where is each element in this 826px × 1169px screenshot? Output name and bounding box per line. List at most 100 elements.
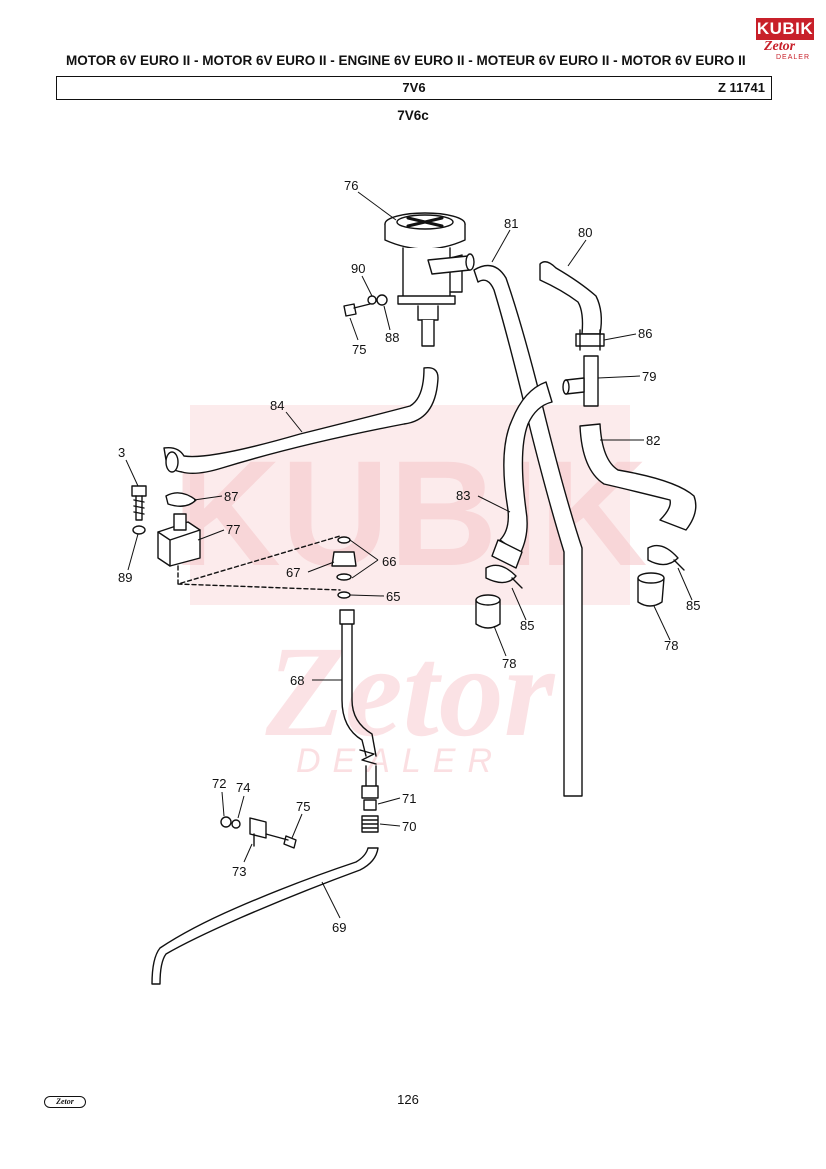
filter-housing-76 xyxy=(384,212,475,347)
leader-86 xyxy=(603,333,637,341)
leader-85-left xyxy=(511,587,527,621)
watermark-dealer-text: DEALER xyxy=(296,742,504,780)
leader-81 xyxy=(491,229,511,263)
page-number: 126 xyxy=(397,1092,419,1107)
leader-90 xyxy=(361,275,373,297)
washer-74 xyxy=(231,819,241,829)
callout-77: 77 xyxy=(226,522,240,537)
callout-89: 89 xyxy=(118,570,132,585)
leader-65 xyxy=(349,594,385,597)
callout-74: 74 xyxy=(236,780,250,795)
callout-75-upper: 75 xyxy=(352,342,366,357)
kubik-zetor-logo: KUBIK Zetor DEALER xyxy=(756,14,814,64)
watermark-zetor-text: Zetor xyxy=(265,620,556,764)
leader-71 xyxy=(377,797,401,805)
callout-73: 73 xyxy=(232,864,246,879)
pipe-68-lower xyxy=(365,765,377,787)
leader-66 xyxy=(349,539,379,579)
leader-76 xyxy=(357,191,397,221)
leader-72 xyxy=(221,791,225,817)
callout-78-left: 78 xyxy=(502,656,516,671)
callout-83: 83 xyxy=(456,488,470,503)
assembly-guide-line xyxy=(177,535,341,591)
logo-zetor-text: Zetor xyxy=(764,39,796,54)
sleeve-71 xyxy=(363,799,377,811)
callout-71: 71 xyxy=(402,791,416,806)
clip-73 xyxy=(249,817,267,847)
t-connector-79 xyxy=(562,355,599,407)
logo-kubik-text: KUBIK xyxy=(756,18,814,40)
leader-75-upper xyxy=(349,317,359,341)
callout-81: 81 xyxy=(504,216,518,231)
hose-clamp-86 xyxy=(575,329,605,351)
leader-83 xyxy=(477,495,511,513)
leader-85-right xyxy=(677,567,693,601)
callout-labels: 76 81 80 90 75 88 86 79 84 82 3 87 83 77… xyxy=(118,178,700,935)
logo-dealer-text: DEALER xyxy=(776,54,811,61)
leader-73 xyxy=(243,843,253,863)
leader-lines xyxy=(125,191,693,919)
leader-80 xyxy=(567,239,587,267)
callout-67: 67 xyxy=(286,565,300,580)
vent-hose-81 xyxy=(473,264,583,797)
hose-clamp-85-right xyxy=(647,544,685,571)
bolt-75-lower xyxy=(265,833,297,849)
callout-76: 76 xyxy=(344,178,358,193)
callout-90: 90 xyxy=(351,261,365,276)
callout-87: 87 xyxy=(224,489,238,504)
valve-block-77 xyxy=(157,513,201,567)
leader-75-lower xyxy=(291,813,303,839)
banjo-70 xyxy=(361,815,379,833)
bolt-75-upper xyxy=(343,303,371,317)
page-title: MOTOR 6V EURO II - MOTOR 6V EURO II - EN… xyxy=(66,53,746,68)
elbow-hose-82 xyxy=(579,423,697,531)
pipe-68 xyxy=(341,619,377,757)
washer-90 xyxy=(367,295,377,305)
callout-86: 86 xyxy=(638,326,652,341)
elbow-hose-80 xyxy=(539,261,603,335)
nut-88 xyxy=(376,294,388,306)
callout-75-lower: 75 xyxy=(296,799,310,814)
callout-70: 70 xyxy=(402,819,416,834)
callout-78-right: 78 xyxy=(664,638,678,653)
footer-zetor-logo: Zetor xyxy=(44,1096,86,1108)
leader-69 xyxy=(321,881,341,919)
callout-85-left: 85 xyxy=(520,618,534,633)
sub-group-code: 7V6c xyxy=(397,108,429,123)
pipe-68-nut xyxy=(339,609,355,625)
leader-87 xyxy=(193,495,223,501)
pipe-69 xyxy=(151,847,379,985)
pipe-68-end xyxy=(361,785,379,799)
leader-89 xyxy=(127,533,139,571)
callout-88: 88 xyxy=(385,330,399,345)
leader-70 xyxy=(379,823,401,827)
callout-80: 80 xyxy=(578,225,592,240)
leader-77 xyxy=(197,529,225,541)
leader-67 xyxy=(307,561,335,573)
callout-3: 3 xyxy=(118,445,125,460)
code-bar: 7V6 Z 11741 xyxy=(56,76,772,100)
callout-85-right: 85 xyxy=(686,598,700,613)
pipe-break xyxy=(359,749,377,765)
leader-78-right xyxy=(653,605,671,641)
callout-82: 82 xyxy=(646,433,660,448)
leader-3 xyxy=(125,459,139,487)
nut-72 xyxy=(220,816,232,828)
hose-clamp-85-left xyxy=(485,564,523,589)
bolt-3 xyxy=(131,485,147,521)
callout-65: 65 xyxy=(386,589,400,604)
fitting-67 xyxy=(331,536,357,599)
group-code: 7V6 xyxy=(402,80,426,95)
callout-66: 66 xyxy=(382,554,396,569)
leader-79 xyxy=(597,375,641,379)
callout-79: 79 xyxy=(642,369,656,384)
leader-74 xyxy=(237,795,245,819)
leader-78-left xyxy=(493,625,507,657)
hose-83-end xyxy=(491,539,523,569)
reference-number: Z 11741 xyxy=(718,80,765,95)
leader-88 xyxy=(383,305,391,331)
leader-84 xyxy=(285,411,303,433)
callout-68: 68 xyxy=(290,673,304,688)
callout-69: 69 xyxy=(332,920,346,935)
